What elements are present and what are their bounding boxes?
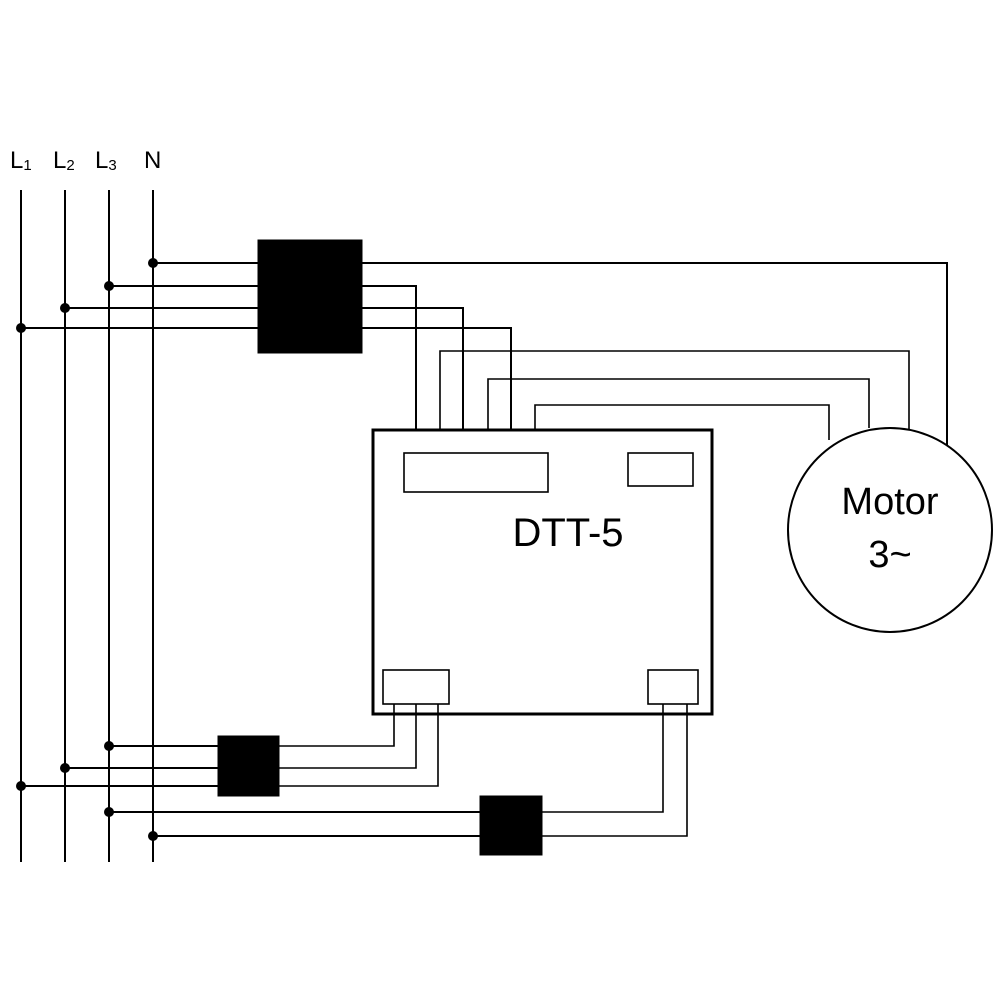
bottom-left-block-wires xyxy=(21,704,439,787)
motor-symbol xyxy=(787,427,993,633)
dtt5-bottom-left-terminal xyxy=(382,669,450,705)
bottom-left-block xyxy=(217,735,280,797)
top-block-output-wires xyxy=(362,262,948,453)
top-tap-wires xyxy=(21,262,258,329)
motor-phase-label: 3~ xyxy=(868,534,911,576)
dtt5-label: DTT-5 xyxy=(512,511,623,555)
dtt5-indicator-window xyxy=(627,452,694,487)
label-line-l1: L1 xyxy=(10,147,32,174)
label-line-l2: L2 xyxy=(53,147,75,174)
dtt5-bottom-right-terminal xyxy=(647,669,699,705)
bottom-right-block-wires xyxy=(109,704,688,837)
bottom-right-block xyxy=(479,795,543,856)
top-contactor-block xyxy=(257,239,363,354)
label-line-l3: L3 xyxy=(95,147,117,174)
label-line-n: N xyxy=(144,147,161,174)
dtt5-top-terminal-block xyxy=(403,452,549,493)
junction-dots xyxy=(16,258,158,841)
motor-label: Motor xyxy=(841,481,938,523)
